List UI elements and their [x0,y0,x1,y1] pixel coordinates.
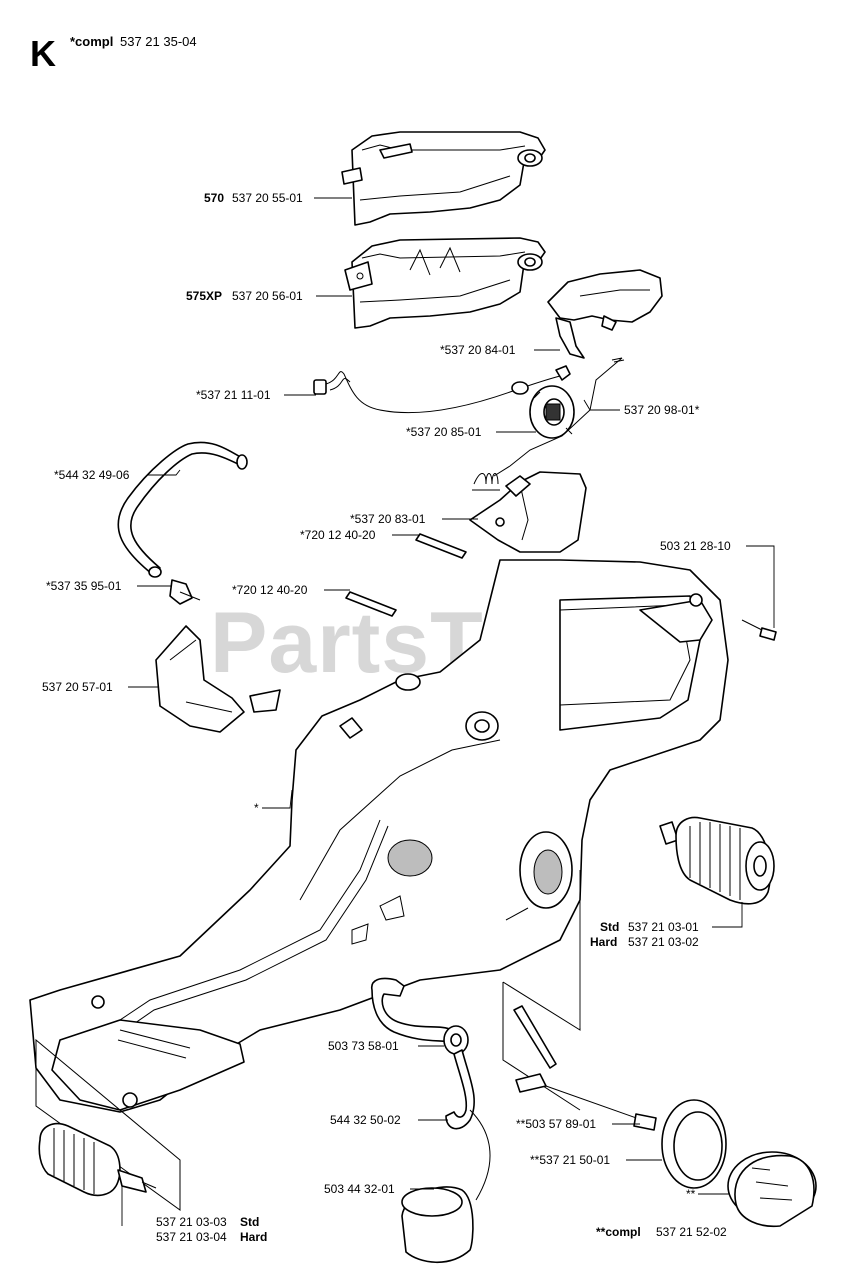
header-compl-part: 537 21 35-04 [120,34,197,49]
label-cover-570-part: 537 20 55-01 [232,191,303,205]
leader-lines [121,197,775,1226]
label-fuel-hose: 503 73 58-01 [328,1039,399,1053]
label-nipple: *537 35 95-01 [46,579,122,593]
label-cover-575xp-part: 537 20 56-01 [232,289,303,303]
label-throttle-lockout: *537 20 84-01 [440,343,516,357]
label-av-lower-hard-part: 537 21 03-04 [156,1230,227,1244]
label-av-lower-std-grade: Std [240,1215,259,1229]
label-choke-knob: *537 20 85-01 [406,425,482,439]
label-pin-1: *720 12 40-20 [300,528,376,542]
label-hose-top: *544 32 49-06 [54,468,130,482]
spring-drawing [472,473,500,491]
trigger-drawing [469,471,587,553]
header-compl-prefix: *compl [70,34,113,49]
label-cable: *537 21 11-01 [196,388,271,402]
hose-2-drawing [445,1049,491,1201]
label-cap-compl-prefix: **compl [596,1225,641,1239]
tank-housing-drawing [29,559,729,1113]
label-cover-575xp-model: 575XP [186,289,222,303]
cable-drawing [313,365,571,414]
cover-570-drawing [341,131,546,226]
hose-top-drawing [117,441,248,578]
label-av-std-part: 537 21 03-01 [628,920,699,934]
throttle-lockout-drawing [547,269,663,359]
av-element-upper-drawing [659,816,775,905]
choke-knob-drawing [529,385,575,439]
fuel-cap-drawing [727,1151,817,1228]
label-cover-570-model: 570 [204,191,224,205]
label-av-std-grade: Std [600,920,619,934]
label-cap-star: ** [686,1187,696,1201]
screw-drawing [741,619,777,641]
cover-575xp-drawing [344,237,546,329]
label-seal: **537 21 50-01 [530,1153,610,1167]
av-element-lower-drawing [35,1038,181,1211]
label-rod: 537 20 98-01* [624,403,700,417]
rod-drawing [493,357,625,477]
label-bracket: **503 57 89-01 [516,1117,596,1131]
label-screw: 503 21 28-10 [660,539,731,553]
label-av-lower-hard-grade: Hard [240,1230,267,1244]
label-cap-compl-part: 537 21 52-02 [656,1225,727,1239]
air-deflector-drawing [155,625,245,733]
label-hose-2: 544 32 50-02 [330,1113,401,1127]
label-filter: 503 44 32-01 [324,1182,395,1196]
nipple-drawing [169,579,201,605]
section-letter: K [30,33,56,74]
bracket-drawing [502,981,657,1131]
label-pin-2: *720 12 40-20 [232,583,308,597]
label-av-hard-part: 537 21 03-02 [628,935,699,949]
pin-drawings [345,533,467,617]
label-tank-star: * [254,801,259,815]
label-av-hard-grade: Hard [590,935,617,949]
label-av-lower-std-part: 537 21 03-03 [156,1215,227,1229]
label-air-deflector: 537 20 57-01 [42,680,113,694]
seal-drawing [661,1099,727,1189]
part-labels: 570 537 20 55-01 575XP 537 20 56-01 *537… [42,191,731,1244]
fuel-filter-drawing [401,1186,474,1263]
label-trigger: *537 20 83-01 [350,512,426,526]
